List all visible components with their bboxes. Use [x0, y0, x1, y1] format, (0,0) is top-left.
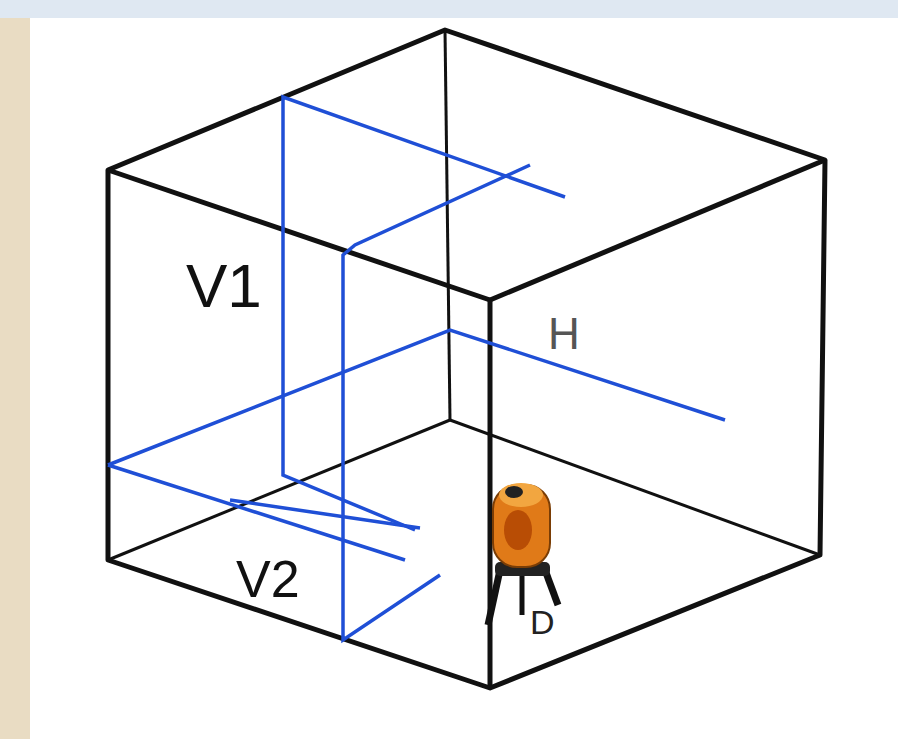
back-edges — [108, 30, 820, 560]
background-edge — [0, 0, 898, 18]
line-label: V1 — [186, 255, 262, 317]
line-label: D — [530, 605, 555, 639]
laser-level — [488, 483, 558, 625]
laser-lines — [108, 97, 725, 640]
cube-outline — [108, 30, 825, 688]
background-edge — [0, 0, 30, 739]
line-label: V2 — [236, 553, 300, 605]
line-label: H — [548, 312, 580, 356]
